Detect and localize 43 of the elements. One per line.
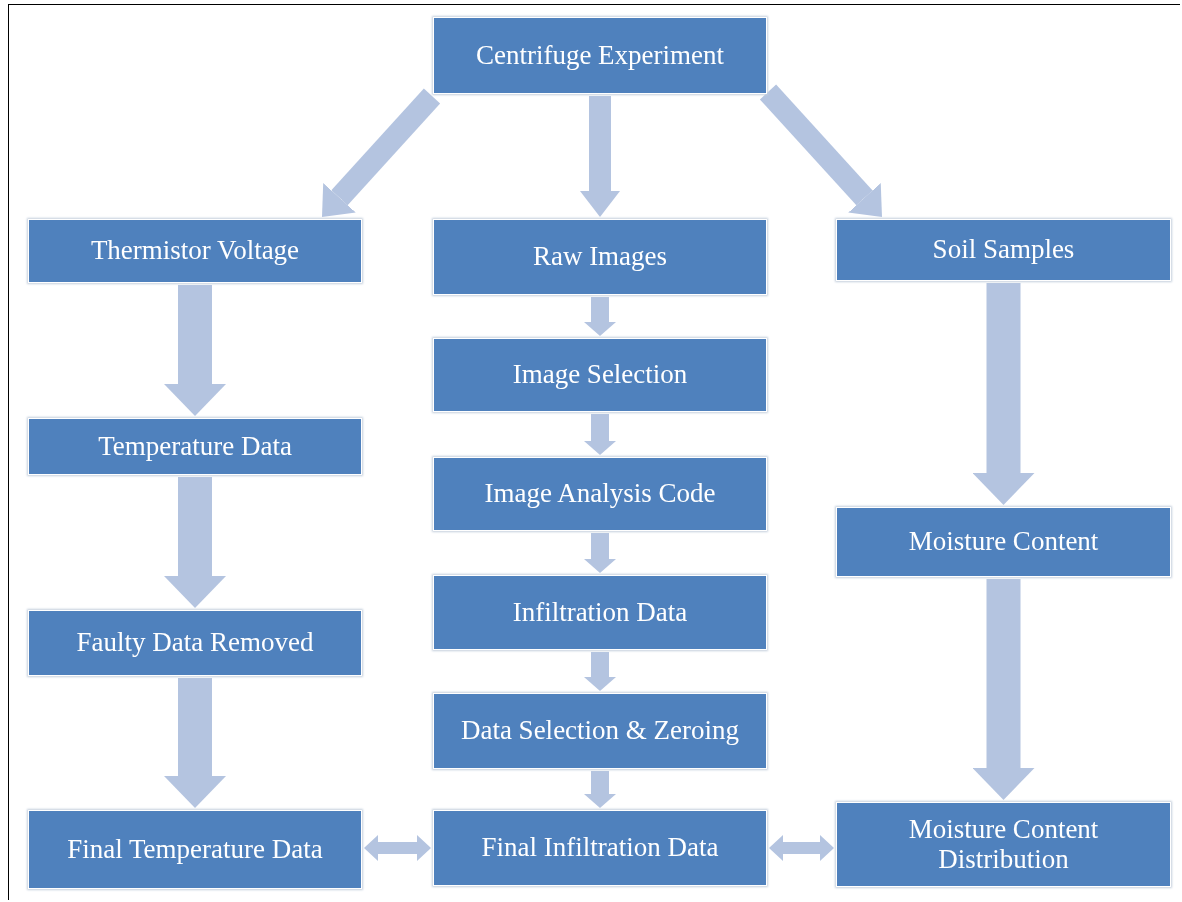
block-arrow [164,678,226,808]
process-box [433,457,767,531]
process-box [836,219,1171,281]
process-box [433,17,767,94]
block-arrow [584,652,616,691]
box-label: Soil Samples [931,235,1076,265]
box-label: Image Analysis Code [483,479,717,509]
process-box [433,693,767,769]
box-label: Infiltration Data [511,597,689,628]
block-arrow [322,88,441,217]
block-arrow [972,579,1035,800]
process-box [836,802,1171,887]
block-arrow [364,835,431,861]
process-box [836,507,1171,577]
block-arrow [164,285,226,416]
block-arrow [759,84,882,217]
block-arrow [164,477,226,608]
process-box [28,219,362,283]
process-box [28,610,362,676]
box-label: Final Infiltration Data [480,833,720,863]
block-arrow [584,533,616,573]
process-box [433,219,767,295]
box-label: Thermistor Voltage [89,236,301,266]
box-label: Centrifuge Experiment [474,40,726,71]
process-box [28,810,362,889]
process-box [433,810,767,886]
box-label: Raw Images [531,242,669,272]
block-arrow [972,283,1035,505]
box-label: Faulty Data Removed [75,628,315,658]
box-label: Image Selection [511,360,689,390]
block-arrow [769,835,834,861]
block-arrow [584,414,616,455]
process-box [433,575,767,650]
box-label: Data Selection & Zeroing [459,716,741,746]
process-box [28,418,362,475]
box-label: Final Temperature Data [66,834,324,865]
box-label: Temperature Data [97,431,293,462]
block-arrow [580,96,620,217]
box-label: Moisture Content Distribution [907,814,1100,875]
block-arrow [584,771,616,808]
box-label: Moisture Content [907,527,1100,557]
process-box [433,338,767,412]
block-arrow [584,297,616,336]
